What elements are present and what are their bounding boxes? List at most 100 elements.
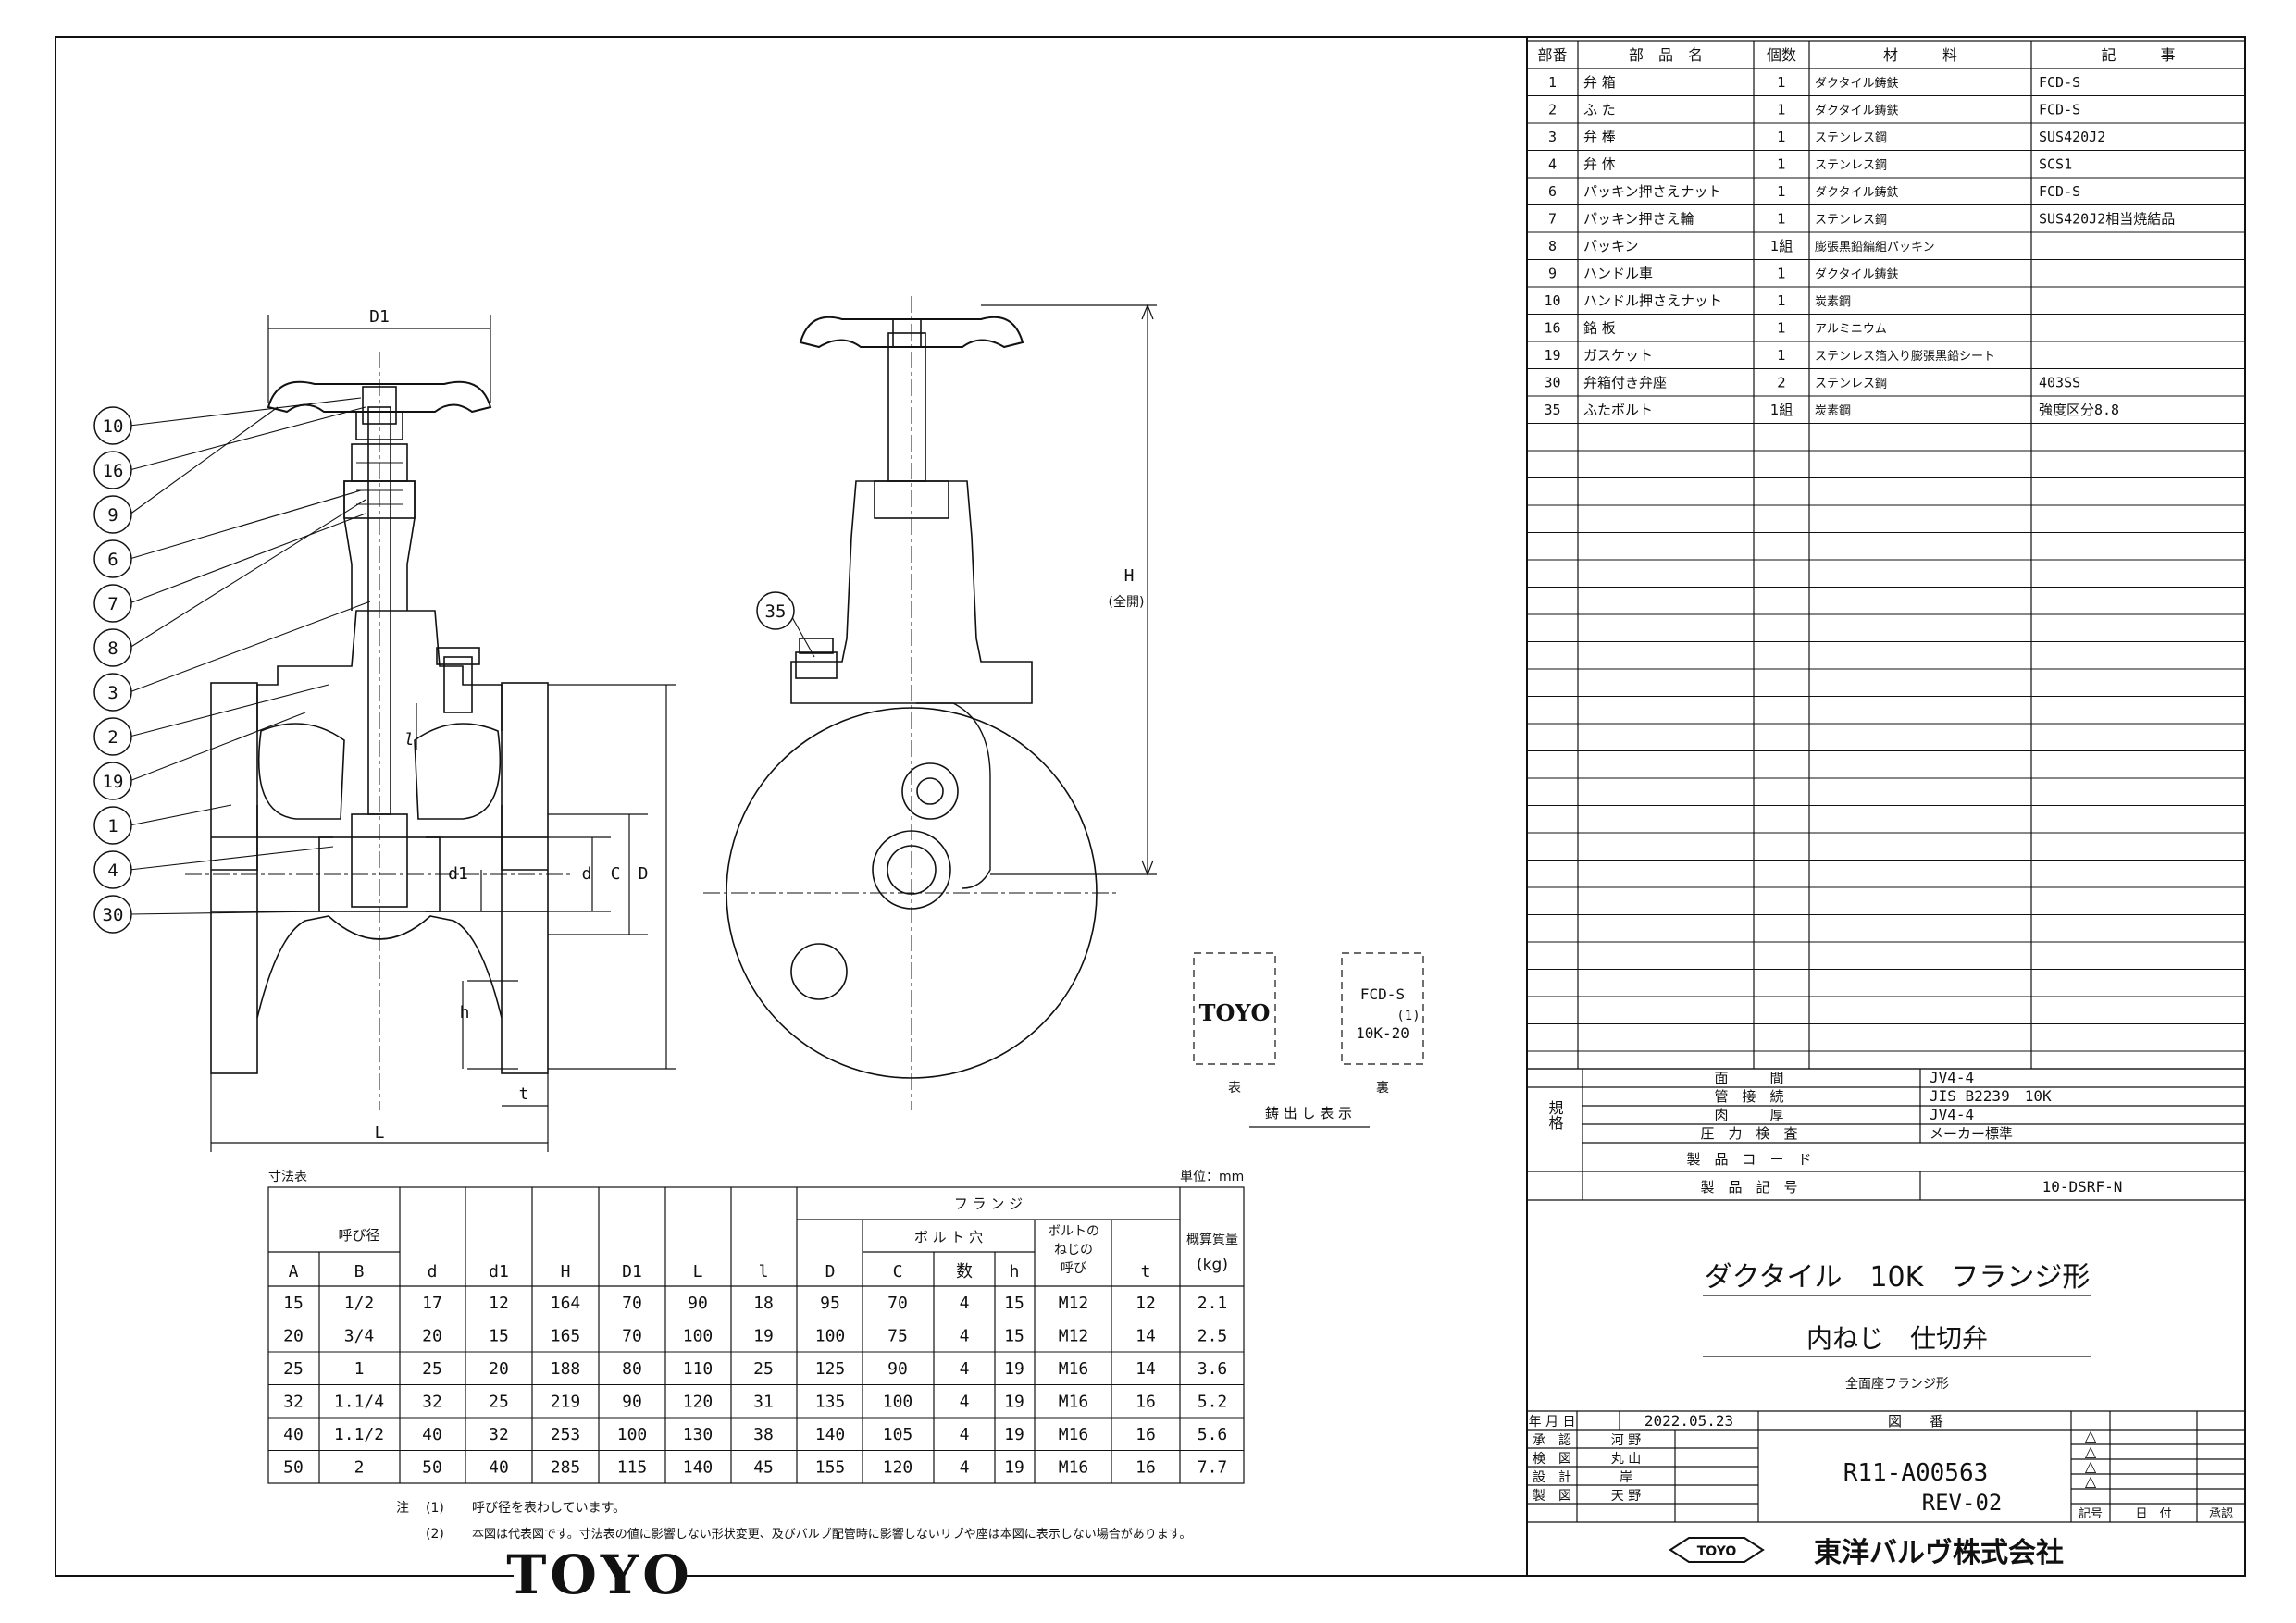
parts-row-no: 8 [1548,238,1557,254]
parts-row-name: ふたボルト [1583,402,1653,418]
spec-row-1-label: 面 間 [1714,1070,1783,1086]
parts-header-0: 部番 [1537,46,1567,64]
dim-cell: 31 [753,1393,774,1412]
parts-row-note: FCD-S [2039,74,2080,91]
dim-cell: 2.5 [1198,1327,1228,1346]
parts-row-note: FCD-S [2039,183,2080,200]
dim-cell: 15 [283,1294,304,1313]
dim-header-C: C [893,1262,903,1282]
rev-mark-3: △ [2085,1457,2097,1475]
parts-row-qty: 1組 [1770,402,1793,418]
parts-row-name: 銘 板 [1583,320,1616,337]
dim-cell: 50 [283,1458,304,1478]
dim-cell: 16 [1136,1458,1156,1478]
dim-cell: M12 [1059,1294,1089,1313]
callout-bubble-1: 1 [93,806,132,845]
dim-cell: 80 [622,1359,642,1379]
parts-row-qty: 1 [1777,320,1786,337]
dim-table-unit: 単位：mm [1180,1170,1244,1184]
dim-label-D1: D1 [369,307,390,327]
dim-header-数: 数 [956,1262,973,1282]
notes-label: 注 [396,1501,409,1516]
dim-cell: 130 [683,1425,714,1444]
dim-cell: 32 [489,1425,509,1444]
casting-caption: 鋳 出 し 表 示 [1265,1105,1352,1121]
dim-cell: 25 [489,1393,509,1412]
spec-row-3-value: JV4-4 [1930,1106,1974,1123]
dim-cell: 100 [815,1327,846,1346]
dim-cell: 12 [1136,1294,1156,1313]
parts-row-qty: 1 [1777,266,1786,282]
dim-label-H-note: (全開) [1109,594,1145,610]
company-logo: TOYO [1669,1537,1765,1563]
dim-header-l: l [759,1262,769,1282]
parts-row-qty: 2 [1777,375,1786,391]
parts-row-no: 10 [1544,292,1560,309]
approval-row-2-label: 検 図 [1533,1452,1571,1467]
dim-cell: 90 [688,1294,708,1313]
dim-cell: 4 [960,1458,970,1478]
dim-cell: 253 [551,1425,581,1444]
dim-weight-0: 概算質量 [1186,1233,1238,1247]
rev-mark-1: △ [2085,1427,2097,1444]
parts-row-name: パッキン押さえナット [1583,183,1722,200]
dim-bolt-thread-2: 呼び [1061,1261,1086,1276]
dim-header-L: L [693,1262,703,1282]
title-line-1: ダクタイル 10K フランジ形 [1705,1261,2091,1294]
parts-row-no: 19 [1544,347,1560,364]
dim-cell: 1.1/4 [334,1393,384,1412]
dim-cell: 16 [1136,1393,1156,1412]
callout-bubble-19: 19 [93,762,132,800]
dim-cell: M16 [1059,1393,1089,1412]
note-1-number: (1) [426,1501,444,1516]
approval-row-1-name: 河 野 [1611,1433,1641,1448]
dim-cell: 3/4 [344,1327,375,1346]
casting-back-label: 裏 [1376,1080,1389,1096]
svg-text:16: 16 [103,461,124,481]
svg-text:19: 19 [103,772,124,792]
parts-row-material: ステンレス鋼 [1815,378,1887,391]
dim-label-D: D [639,864,649,884]
parts-row-note: 403SS [2039,375,2080,391]
dim-cell: 4 [960,1294,970,1313]
dim-cell: 45 [753,1458,774,1478]
rev-header-approve: 承認 [2209,1506,2233,1521]
parts-row-qty: 1 [1777,156,1786,173]
left-dimensions [210,315,676,1152]
dim-cell: 14 [1136,1327,1156,1346]
parts-row-no: 3 [1548,129,1557,145]
dim-cell: 164 [551,1294,581,1313]
valve-section-view [185,352,574,1110]
dim-cell: 5.2 [1198,1393,1228,1412]
dim-cell: 4 [960,1393,970,1412]
svg-text:4: 4 [107,861,118,881]
dim-cell: 4 [960,1359,970,1379]
dim-cell: 50 [422,1458,442,1478]
dim-header-d: d [428,1262,438,1282]
dim-cell: 70 [622,1294,642,1313]
dim-cell: 5.6 [1198,1425,1228,1444]
approval-date: 2022.05.23 [1644,1412,1733,1430]
approval-row-3-name: 岸 [1620,1470,1632,1485]
dim-cell: 155 [815,1458,846,1478]
parts-row-no: 1 [1548,74,1557,91]
parts-row-material: ダクタイル鋳鉄 [1815,185,1898,200]
dim-cell: 2.1 [1198,1294,1228,1313]
dim-label-L: L [375,1123,385,1143]
dim-cell: 90 [887,1359,908,1379]
parts-row-material: ステンレス鋼 [1815,214,1887,228]
parts-row-name: ふ た [1583,102,1616,118]
rev-header-date: 日 付 [2135,1507,2171,1521]
dim-table-caption: 寸法表 [268,1170,307,1184]
callout-bubble-9: 9 [93,495,132,534]
title-line-2: 内ねじ 仕切弁 [1806,1323,1988,1354]
approval-row-4-name: 天 野 [1611,1489,1641,1504]
spec-block [1527,1068,2245,1523]
dim-cell: M16 [1059,1359,1089,1379]
product-symbol-label: 製 品 記 号 [1700,1179,1797,1196]
parts-row-material: ダクタイル鋳鉄 [1815,76,1898,91]
dim-cell: 20 [489,1359,509,1379]
note-2-number: (2) [426,1527,444,1542]
dim-weight-1: (kg) [1197,1256,1228,1274]
